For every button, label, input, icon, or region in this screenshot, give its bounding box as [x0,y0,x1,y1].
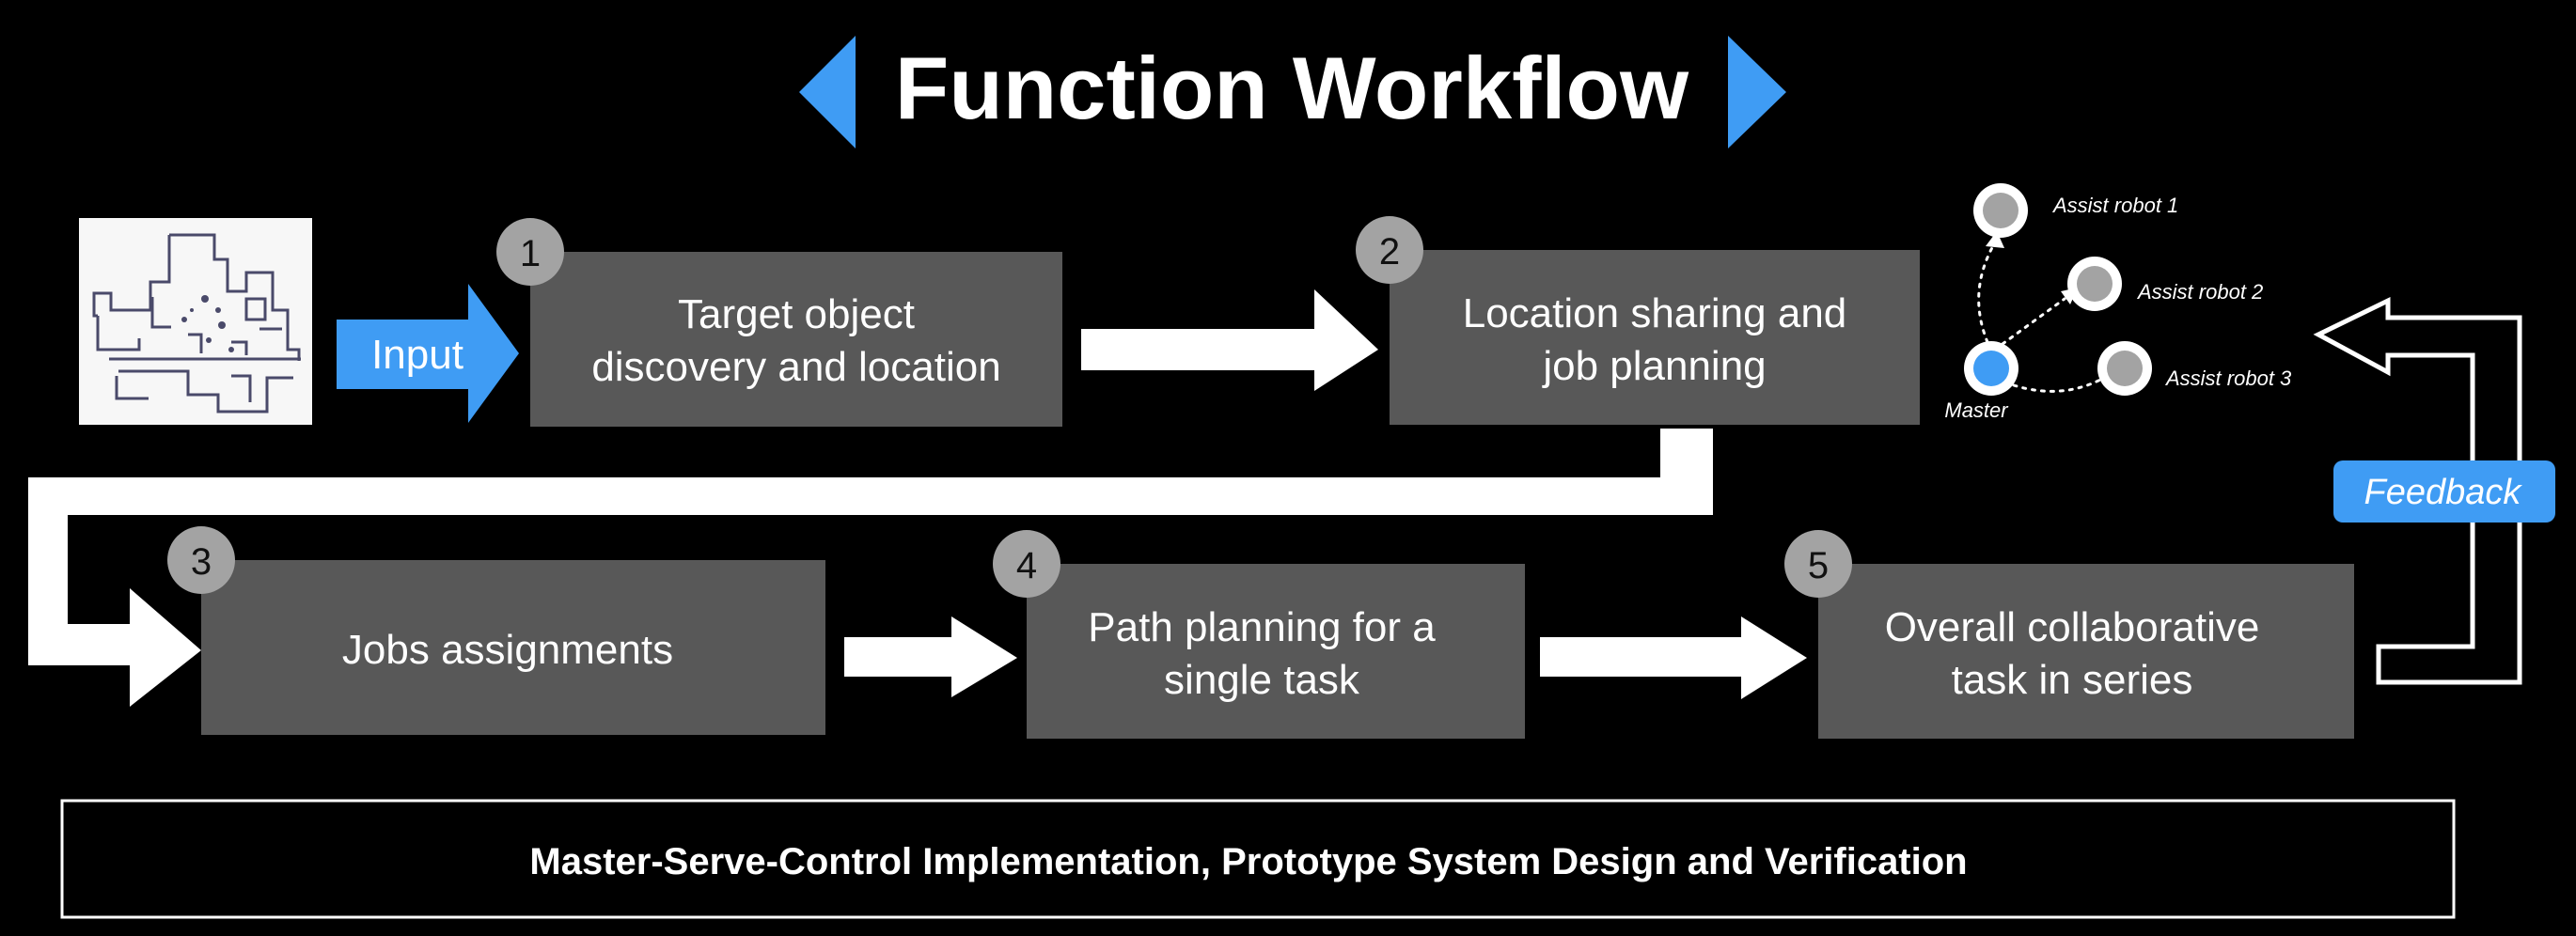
step-2-badge [1356,216,1423,284]
step-3-label-line1: Jobs assignments [342,627,673,673]
step-4-label-line2: single task [1164,657,1360,703]
assist-robot-1-label: Assist robot 1 [2051,194,2178,217]
step-4-badge [993,530,1060,598]
arrow-step4-to-step5 [1540,616,1807,699]
map-thumbnail [79,218,312,425]
feedback-label: Feedback [2364,473,2523,512]
arrow-step3-to-step4 [844,616,1017,697]
step-3-box [201,560,825,735]
connector-step2-to-step3 [28,429,1713,707]
step-3-badge [167,526,235,594]
step-4: 4 Path planning for a single task [993,530,1525,739]
step-4-box [1027,564,1525,739]
assist-robot-3-label: Assist robot 3 [2164,367,2292,390]
step-1-badge [496,218,564,286]
step-5-number: 5 [1808,545,1829,586]
step-2-box [1390,250,1920,425]
footer-box: Master-Serve-Control Implementation, Pro… [60,799,2456,919]
input-arrow: Input [337,284,519,423]
step-2: 2 Location sharing and job planning [1356,216,1920,425]
step-5-badge [1784,530,1852,598]
footer-text: Master-Serve-Control Implementation, Pro… [529,841,1967,882]
assist-robot-2-label: Assist robot 2 [2136,280,2263,304]
step-1-number: 1 [520,233,541,274]
step-2-label-line1: Location sharing and [1463,290,1847,336]
arrow-step1-to-step2 [1081,289,1378,391]
step-4-number: 4 [1016,545,1037,586]
step-3-number: 3 [191,541,212,583]
step-1-label-line2: discovery and location [591,344,1000,390]
step-5-label-line2: task in series [1952,657,2193,703]
page-title: Function Workflow [895,39,1689,137]
title-right-triangle-icon [1728,36,1786,148]
step-4-label-line1: Path planning for a [1088,604,1436,650]
step-1-box [530,252,1062,427]
feedback-arrow [2313,297,2522,685]
title-group: Function Workflow [799,36,1786,148]
step-5-label-line1: Overall collaborative [1885,604,2260,650]
step-5: 5 Overall collaborative task in series [1784,530,2354,739]
step-3: 3 Jobs assignments [167,526,825,735]
input-label: Input [371,332,463,378]
step-1-label-line1: Target object [678,291,915,337]
step-2-label-line2: job planning [1541,343,1766,389]
title-left-triangle-icon [799,36,856,148]
step-5-box [1818,564,2354,739]
master-robot-label: Master [1944,398,2009,422]
feedback-badge: Feedback [2333,460,2555,523]
robot-cluster: Master Assist robot 1 Assist robot 2 Ass… [1944,183,2292,422]
step-2-number: 2 [1379,231,1400,273]
step-1: 1 Target object discovery and location [496,218,1062,427]
